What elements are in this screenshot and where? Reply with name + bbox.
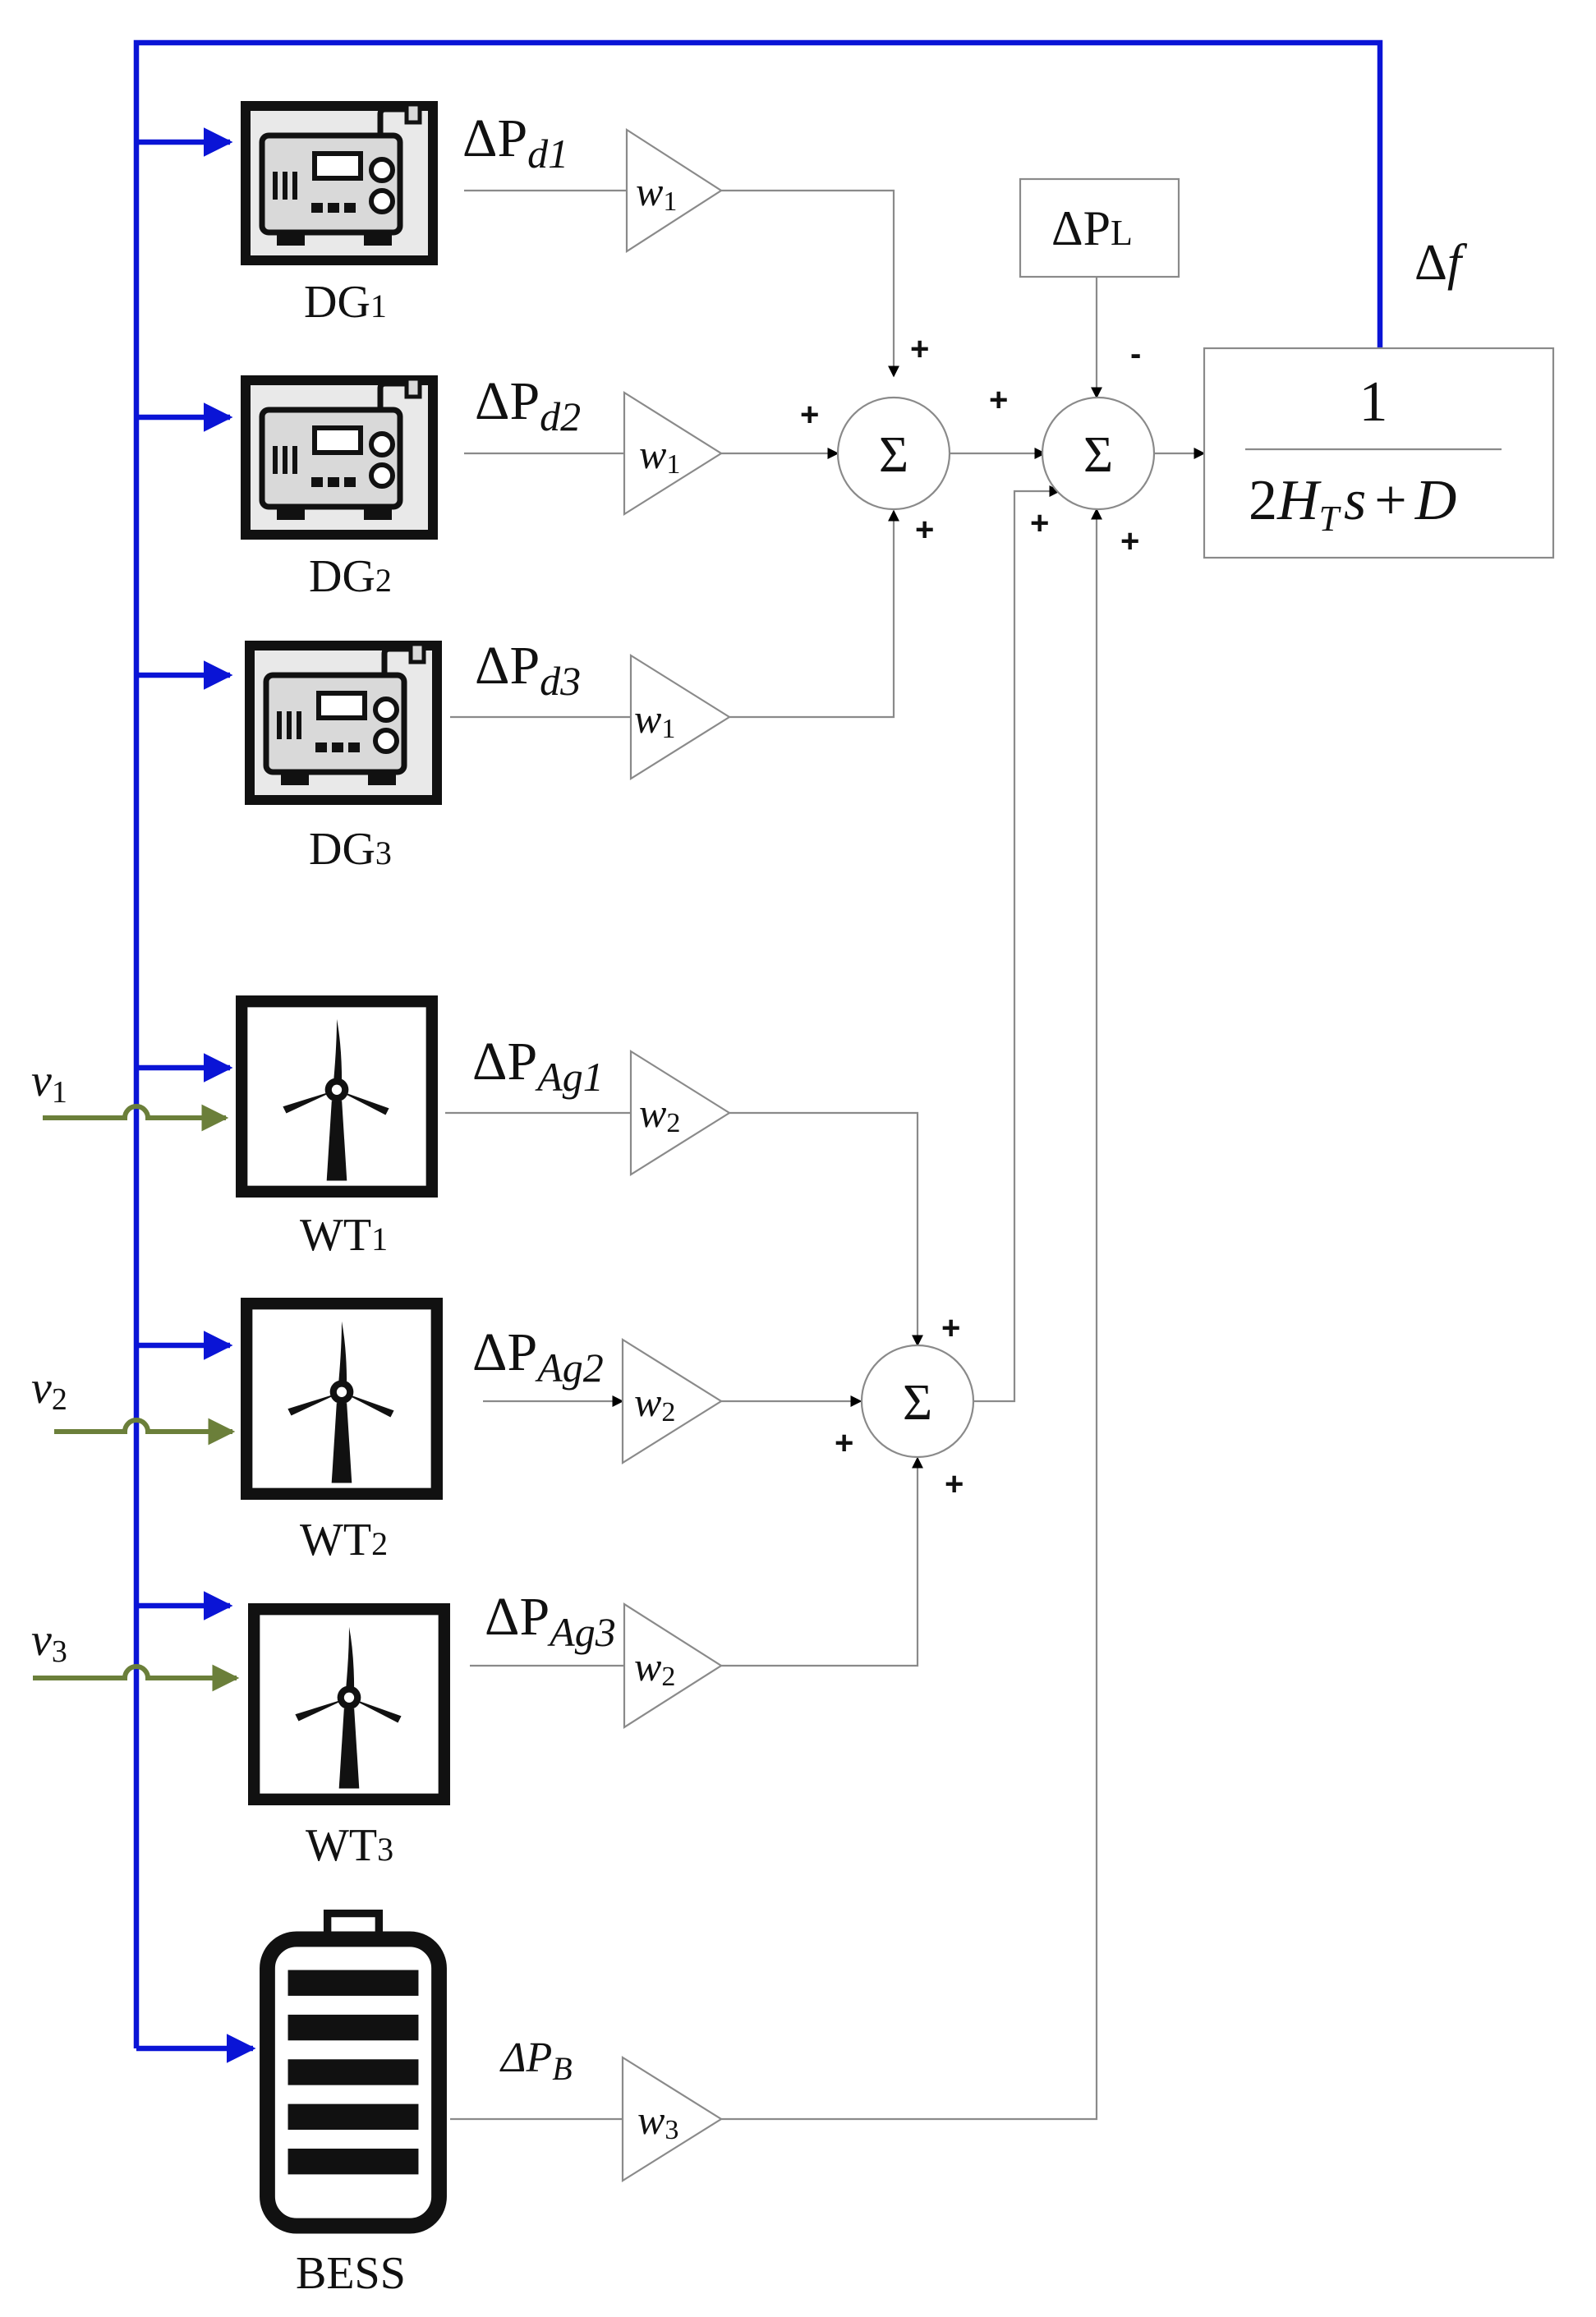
wind-speed-v1-label: v1 [31, 1055, 67, 1110]
svg-text:+: + [800, 397, 819, 433]
wind-turbine-icon [254, 1609, 444, 1800]
dg3-label: DG3 [309, 824, 392, 875]
svg-text:w3: w3 [637, 2097, 678, 2145]
signal-label-pag3: ΔPAg3 [485, 1587, 616, 1655]
wind-speed-v2-label: v2 [31, 1363, 67, 1417]
svg-text:1: 1 [1359, 370, 1388, 434]
wind-speed-v3-label: v3 [31, 1615, 67, 1669]
svg-text:2HTs+D: 2HTs+D [1249, 469, 1456, 539]
signal-label-pd2: ΔPd2 [475, 371, 581, 439]
svg-text:+: + [945, 1466, 964, 1502]
bess-block: BESS [267, 1914, 439, 2299]
signal-label-pb: ΔPB [499, 2034, 573, 2087]
gain-w2-wt1: w2 [629, 1050, 732, 1176]
wind-speed-input-v3: v3 [31, 1615, 240, 1692]
svg-text:w1: w1 [634, 696, 675, 744]
svg-text:Σ: Σ [1083, 427, 1113, 483]
signal-label-pag2: ΔPAg2 [472, 1322, 604, 1391]
wt2-block: WT2 [246, 1303, 437, 1565]
svg-text:Σ: Σ [879, 427, 908, 483]
gain-w2-wt2: w2 [621, 1338, 724, 1464]
svg-text:+: + [835, 1425, 853, 1461]
wt1-block: WT1 [241, 1001, 432, 1261]
dg1-label: DG1 [304, 277, 387, 328]
svg-text:+: + [910, 331, 929, 367]
dg2-label: DG2 [309, 551, 392, 602]
bess-label: BESS [296, 2248, 406, 2299]
svg-text:w1: w1 [636, 168, 677, 217]
svg-text:w2: w2 [634, 1379, 675, 1427]
signal-label-pag1: ΔPAg1 [472, 1032, 604, 1100]
summing-junction-wind: Σ + + + [835, 1310, 975, 1502]
gain-w1-dg3: w1 [629, 654, 732, 780]
dg2-block: DG2 [246, 379, 433, 602]
svg-text:-: - [1130, 336, 1141, 372]
dg3-block: DG3 [250, 644, 437, 875]
wind-speed-input-v2: v2 [31, 1363, 236, 1446]
battery-icon [267, 1914, 439, 2227]
wind-speed-input-v1: v1 [31, 1055, 229, 1132]
load-disturbance-block: ΔPL [1019, 177, 1180, 278]
svg-text:+: + [989, 382, 1008, 418]
frequency-feedback-bus [133, 39, 1383, 2063]
system-transfer-function-block: 1 2HTs+D [1203, 347, 1555, 559]
summing-junction-total: Σ - + + + [989, 336, 1156, 559]
svg-text:w1: w1 [639, 431, 680, 480]
gain-w3-bess: w3 [621, 2056, 724, 2182]
svg-text:w2: w2 [639, 1090, 680, 1138]
wt1-label: WT1 [300, 1210, 388, 1261]
svg-text:w2: w2 [634, 1644, 675, 1692]
gain-w1-dg2: w1 [623, 391, 724, 516]
summing-junction-diesel: Σ + + + [800, 331, 951, 548]
diesel-generator-icon [246, 379, 433, 535]
svg-text:+: + [941, 1310, 960, 1346]
signal-label-pd1: ΔPd1 [462, 108, 568, 177]
dg1-block: DG1 [246, 104, 433, 328]
gain-w2-wt3: w2 [623, 1602, 724, 1730]
wind-turbine-icon [246, 1303, 437, 1494]
wt3-label: WT3 [306, 1820, 393, 1871]
svg-text:+: + [1030, 505, 1049, 541]
wt2-label: WT2 [300, 1515, 388, 1565]
svg-text:+: + [915, 512, 934, 548]
wind-turbine-icon [241, 1001, 432, 1192]
svg-text:+: + [1120, 523, 1139, 559]
svg-text:Σ: Σ [903, 1375, 932, 1431]
wt3-block: WT3 [254, 1609, 444, 1871]
svg-text:ΔPL: ΔPL [1051, 201, 1133, 255]
signal-label-pd3: ΔPd3 [475, 636, 581, 704]
signal-wires [445, 189, 1206, 2121]
diesel-generator-icon [250, 644, 437, 800]
frequency-deviation-label: Δf [1414, 235, 1468, 291]
gain-w1-dg1: w1 [625, 127, 724, 254]
diesel-generator-icon [246, 104, 433, 260]
